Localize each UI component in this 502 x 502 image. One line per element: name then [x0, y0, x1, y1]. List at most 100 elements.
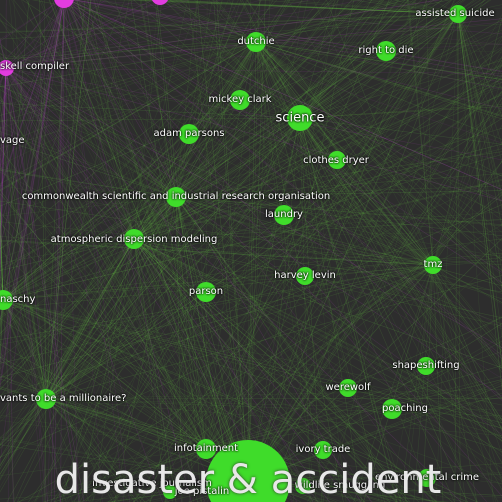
graph-edge — [2, 0, 354, 301]
graph-edge — [299, 117, 502, 421]
node-laundry[interactable] — [274, 205, 294, 225]
graph-edge — [2, 254, 502, 301]
graph-edge — [432, 100, 502, 266]
graph-edge — [0, 131, 177, 198]
graph-edge — [45, 398, 224, 502]
graph-edge — [0, 420, 207, 450]
node-poaching[interactable] — [382, 399, 402, 419]
node-wildlife-smuggling[interactable] — [295, 478, 311, 494]
graph-edge — [149, 41, 257, 502]
graph-edge — [68, 0, 434, 266]
node-environmental-crime[interactable] — [418, 469, 436, 487]
graph-edge — [2, 94, 502, 301]
graph-edge — [133, 238, 198, 502]
node-werewolf[interactable] — [339, 379, 357, 397]
graph-edge — [84, 0, 502, 35]
graph-edge — [457, 13, 502, 90]
graph-edge — [0, 41, 257, 60]
graph-edge — [133, 238, 322, 502]
graph-edge — [247, 60, 502, 483]
graph-edge — [350, 0, 459, 15]
node-shapeshifting[interactable] — [417, 357, 435, 375]
node-ivory-trade[interactable] — [314, 441, 332, 459]
node-science[interactable] — [287, 105, 313, 131]
graph-edge — [0, 264, 434, 345]
graph-edge — [0, 67, 7, 140]
graph-edge — [0, 67, 7, 221]
graph-edge — [2, 0, 356, 301]
graph-edge — [247, 106, 502, 483]
graph-edge — [67, 13, 459, 502]
graph-edge — [299, 117, 502, 216]
node-disaster[interactable] — [206, 440, 290, 502]
graph-edge — [0, 238, 135, 481]
graph-edge — [216, 117, 301, 502]
graph-edge — [0, 0, 64, 168]
node-assisted-suicide[interactable] — [449, 5, 467, 23]
graph-edge — [0, 67, 7, 252]
graph-edge — [255, 41, 502, 140]
node-naschy[interactable] — [0, 290, 13, 310]
graph-edge — [255, 41, 502, 349]
graph-edge — [39, 0, 135, 240]
label-joe-pistalin: joe pistalin — [174, 486, 230, 497]
graph-edge — [432, 264, 467, 502]
graph-edge — [255, 41, 502, 120]
graph-edge — [207, 117, 301, 502]
node-millionaire[interactable] — [36, 389, 56, 409]
graph-edge — [45, 111, 502, 400]
node-right-to-die[interactable] — [376, 41, 396, 61]
graph-edge — [45, 0, 391, 400]
node-clothes-dryer[interactable] — [328, 151, 346, 169]
graph-edge — [0, 299, 4, 339]
label-adam-parsons: adam parsons — [153, 128, 225, 139]
graph-edge — [133, 238, 502, 428]
node-magenta-top-left[interactable] — [54, 0, 74, 8]
graph-edge — [5, 43, 502, 69]
graph-edge — [45, 0, 274, 400]
node-harvey-levin[interactable] — [296, 267, 314, 285]
graph-edge — [133, 78, 502, 240]
graph-edge — [255, 41, 502, 117]
node-atmospheric[interactable] — [124, 229, 144, 249]
graph-edge — [77, 238, 135, 502]
graph-edge — [156, 0, 459, 15]
graph-edge — [247, 474, 502, 483]
graph-edge — [44, 0, 47, 400]
graph-edge — [205, 0, 308, 450]
node-infotainment[interactable] — [196, 439, 216, 459]
node-haskell[interactable] — [0, 60, 14, 76]
node-mickey-clark[interactable] — [230, 90, 250, 110]
graph-edge — [2, 299, 502, 424]
graph-edge — [457, 13, 494, 502]
graph-edge — [133, 238, 167, 502]
graph-edge — [133, 238, 366, 502]
node-adam-parsons[interactable] — [179, 124, 199, 144]
graph-edge — [63, 0, 131, 502]
graph-edge — [46, 41, 257, 502]
graph-edge — [0, 41, 257, 398]
graph-edge — [0, 0, 64, 322]
graph-edge — [114, 13, 459, 502]
node-dutchie[interactable] — [246, 32, 266, 52]
label-ivory-trade: ivory trade — [295, 444, 351, 455]
graph-edge — [457, 13, 502, 211]
node-magenta-top[interactable] — [151, 0, 169, 5]
graph-edge — [175, 196, 405, 502]
node-joe-pistalin[interactable] — [163, 485, 177, 499]
graph-edge — [34, 196, 177, 502]
graph-edge — [0, 356, 249, 483]
graph-edge — [0, 0, 64, 189]
graph-edge — [133, 238, 502, 293]
graph-edge — [175, 196, 183, 502]
graph-edge — [0, 0, 64, 137]
graph-edge — [5, 0, 263, 69]
graph-edge — [0, 196, 177, 385]
node-csiro[interactable] — [166, 187, 186, 207]
node-parson[interactable] — [196, 282, 216, 302]
graph-edge — [0, 299, 4, 329]
graph-edge — [76, 0, 207, 450]
node-tmz[interactable] — [424, 256, 442, 274]
graph-edge — [133, 238, 398, 502]
graph-edge — [0, 117, 301, 268]
